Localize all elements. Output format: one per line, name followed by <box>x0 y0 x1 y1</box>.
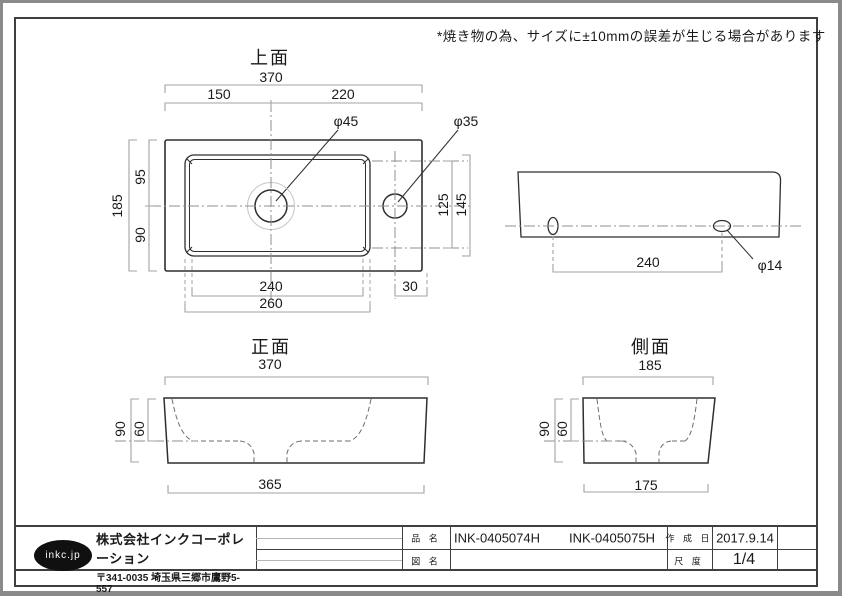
company-address: 〒341-0035 埼玉県三郷市鷹野5-557 <box>96 573 240 595</box>
company-logo-text: inkc.jp <box>45 550 81 561</box>
titleblock-divider <box>777 527 778 569</box>
drawing-border <box>14 17 818 587</box>
creation-date-value: 2017.9.14 <box>716 530 774 546</box>
dim-side-height: 90 <box>536 421 552 437</box>
dim-top-basin-bottom-width: 240 <box>259 278 283 294</box>
title-block: inkc.jp 株式会社インクコーポレーション 〒341-0035 埼玉県三郷市… <box>14 525 818 595</box>
view-top-centerlines <box>150 101 472 299</box>
dim-front-height: 90 <box>112 421 128 437</box>
titleblock-divider <box>450 527 451 569</box>
dim-top-right-width: 220 <box>331 86 355 102</box>
dim-top-faucet-span: 125 <box>435 193 451 217</box>
dim-side-inner-depth: 60 <box>554 421 570 437</box>
tolerance-note: *焼き物の為、サイズに±10mmの誤差が生じる場合があります <box>437 29 826 44</box>
page-edge-left <box>0 0 3 596</box>
dim-top-faucet-offset: 30 <box>402 278 418 294</box>
view-side-title: 側面 <box>631 337 671 357</box>
view-side-hidden-lines <box>596 398 698 462</box>
titleblock-row-divider <box>256 549 816 550</box>
titleblock-divider <box>712 527 713 569</box>
dim-front-inner-depth: 60 <box>131 421 147 437</box>
view-top-outline <box>164 129 459 272</box>
view-back-dimension-lines <box>552 233 723 273</box>
product-code-2: INK-0405075H <box>569 530 655 546</box>
view-top-dimension-lines <box>128 84 471 313</box>
page-edge-top <box>0 0 842 3</box>
dim-side-bottom-width: 175 <box>634 477 658 493</box>
titleblock-row-divider <box>256 538 402 539</box>
titleblock-row-divider <box>256 560 402 561</box>
scale-value: 1/4 <box>732 551 756 568</box>
dim-top-depth-front: 90 <box>132 227 148 243</box>
dim-front-bottom-width: 365 <box>258 476 282 492</box>
titleblock-divider <box>667 527 668 569</box>
view-front-title: 正面 <box>251 337 291 357</box>
dim-top-drain-diameter: φ45 <box>333 113 359 129</box>
product-name-label: 品 名 <box>411 533 441 544</box>
creation-date-label: 作 成 日 <box>665 533 713 544</box>
dim-top-overall-depth: 185 <box>109 194 125 218</box>
dim-top-overall-width: 370 <box>259 69 283 85</box>
view-back-outline <box>517 171 782 260</box>
dim-side-top-width: 185 <box>638 357 662 373</box>
dim-top-depth-back: 95 <box>132 169 148 185</box>
titleblock-divider <box>402 527 403 569</box>
view-side-outline <box>582 397 716 464</box>
dim-back-hole-span: 240 <box>636 254 660 270</box>
view-front-hidden-lines <box>171 398 372 462</box>
dim-front-top-width: 370 <box>258 356 282 372</box>
page-edge-right <box>838 0 842 596</box>
view-top-title: 上面 <box>250 48 290 68</box>
drawing-name-label: 図 名 <box>411 556 441 567</box>
company-info: 株式会社インクコーポレーション 〒341-0035 埼玉県三郷市鷹野5-557 … <box>96 529 254 596</box>
dim-top-basin-span: 145 <box>453 193 469 217</box>
dim-top-faucet-diameter: φ35 <box>453 113 479 129</box>
view-front-outline <box>163 397 428 464</box>
scale-label: 尺 度 <box>674 556 704 567</box>
company-logo: inkc.jp <box>34 540 92 571</box>
company-name: 株式会社インクコーポレーション <box>96 532 245 566</box>
page-edge-bottom <box>0 591 842 596</box>
titleblock-divider <box>256 527 257 569</box>
view-top-extension-lines <box>184 259 428 309</box>
product-code-1: INK-0405074H <box>454 530 540 546</box>
view-side-dimension-lines <box>554 376 714 493</box>
view-front-dimension-lines <box>130 376 429 494</box>
dim-top-left-width: 150 <box>207 86 231 102</box>
dim-back-hole-diameter: φ14 <box>757 257 783 273</box>
dim-top-basin-top-width: 260 <box>259 295 283 311</box>
